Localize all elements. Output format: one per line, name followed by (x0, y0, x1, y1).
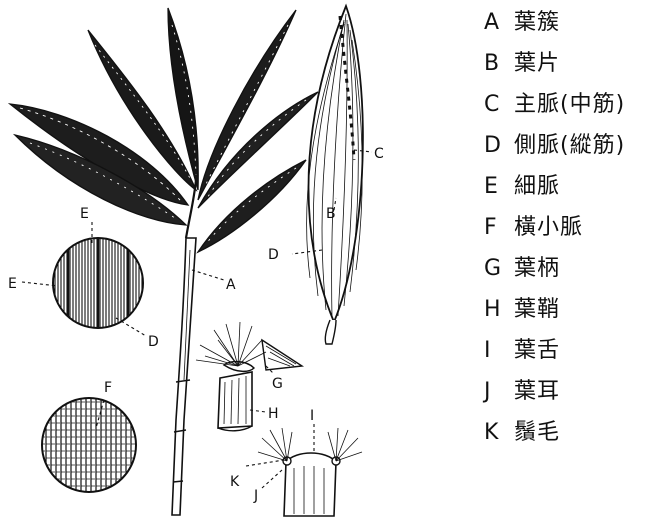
callout-a: A (226, 277, 236, 293)
legend-term: 葉片 (514, 51, 560, 76)
callout-i: I (310, 408, 314, 424)
leaf-cluster (10, 8, 318, 252)
legend-key: H (484, 293, 514, 327)
cross-veinlet-circle (42, 398, 136, 492)
legend-item-g: G葉柄 (484, 252, 625, 293)
legend-key: B (484, 47, 514, 81)
petiole-detail (196, 322, 302, 431)
vein-detail-circle (53, 235, 143, 330)
legend-key: K (484, 416, 514, 450)
legend-key: A (484, 6, 514, 40)
callout-k: K (230, 474, 240, 490)
legend-key: I (484, 334, 514, 368)
callout-e-top: E (80, 206, 89, 222)
legend-item-e: E細脈 (484, 170, 625, 211)
legend-list: A葉簇 B葉片 C主脈(中筋) D側脈(縱筋) E細脈 F橫小脈 G葉柄 H葉鞘… (484, 6, 625, 457)
legend-term: 葉舌 (514, 338, 560, 363)
legend-item-f: F橫小脈 (484, 211, 625, 252)
callout-g: G (272, 376, 283, 392)
legend-term: 葉簇 (514, 10, 560, 35)
callout-f: F (104, 380, 112, 396)
legend-item-k: K鬚毛 (484, 416, 625, 457)
legend-term: 鬚毛 (514, 420, 560, 445)
legend-item-i: I葉舌 (484, 334, 625, 375)
legend-item-b: B葉片 (484, 47, 625, 88)
legend-term: 葉柄 (514, 256, 560, 281)
legend-term: 葉鞘 (514, 297, 560, 322)
legend-term: 側脈(縱筋) (514, 133, 625, 158)
legend-key: J (484, 375, 514, 409)
legend-item-d: D側脈(縱筋) (484, 129, 625, 170)
callout-d-leaf: D (268, 247, 279, 263)
ligule-detail (258, 428, 362, 516)
bamboo-stem (172, 180, 196, 515)
legend-term: 細脈 (514, 174, 560, 199)
legend-key: C (484, 88, 514, 122)
legend-item-j: J葉耳 (484, 375, 625, 416)
legend-item-h: H葉鞘 (484, 293, 625, 334)
callout-j: J (253, 488, 258, 504)
callout-h: H (268, 406, 279, 422)
callout-c: C (374, 146, 384, 162)
legend-item-a: A葉簇 (484, 6, 625, 47)
legend-term: 葉耳 (514, 379, 560, 404)
single-leaf-detail (307, 6, 363, 344)
legend-key: F (484, 211, 514, 245)
legend-term: 主脈(中筋) (514, 92, 625, 117)
callout-b: B (326, 206, 336, 222)
callout-e-left: E (8, 276, 17, 292)
legend-key: E (484, 170, 514, 204)
callout-d-circle: D (148, 334, 159, 350)
legend-key: G (484, 252, 514, 286)
legend-term: 橫小脈 (514, 215, 583, 240)
legend-item-c: C主脈(中筋) (484, 88, 625, 129)
legend-key: D (484, 129, 514, 163)
